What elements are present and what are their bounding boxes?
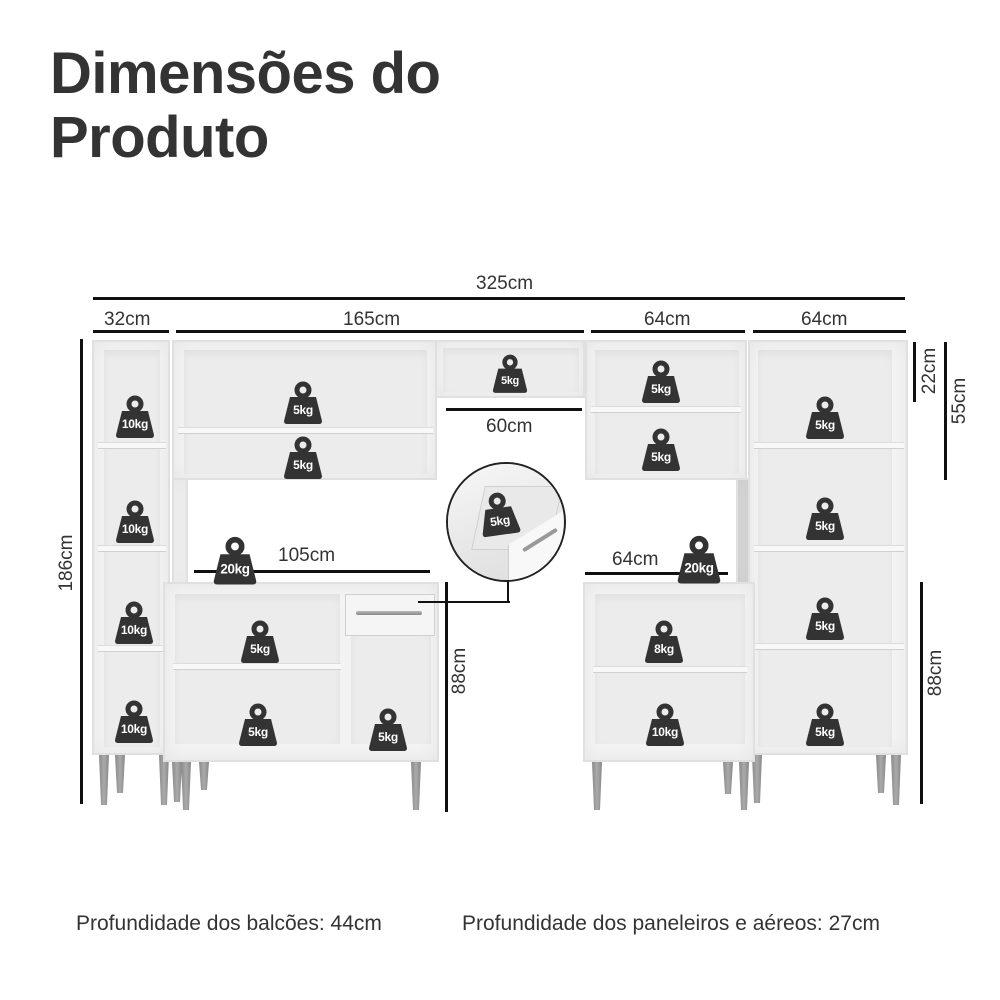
- left-counter-width-line: [194, 570, 430, 573]
- shelf: [754, 545, 904, 552]
- weight-icon: 5kg: [804, 497, 846, 541]
- weight-icon: 8kg: [643, 620, 685, 664]
- leg: [411, 762, 421, 810]
- left-counter-height-line: [445, 582, 448, 812]
- shelf: [593, 666, 747, 673]
- leg: [159, 755, 169, 805]
- leg: [592, 762, 602, 810]
- shelf: [173, 663, 341, 670]
- weight-icon: 5kg: [367, 708, 409, 752]
- leg: [199, 762, 209, 790]
- drawer-callout-line: [418, 601, 510, 603]
- leg: [876, 755, 886, 793]
- upper-height-label: 55cm: [949, 377, 970, 425]
- weight-icon: 10kg: [644, 703, 686, 747]
- right-counter-width-label: 64cm: [612, 549, 659, 570]
- left-counter-height-label: 88cm: [449, 647, 470, 695]
- niche-width-line: [446, 408, 582, 411]
- tall-cabinet-right: [748, 340, 908, 755]
- weight-icon: 20kg: [675, 535, 722, 584]
- right-lower-height-label: 88cm: [925, 649, 946, 697]
- right-lower-height-line: [920, 582, 923, 804]
- shelf: [754, 442, 904, 449]
- upper-cabinet-3-width-line: [591, 330, 745, 333]
- counter-depth-note: Profundidade dos balcões: 44cm: [76, 912, 382, 935]
- upper-section-width-label: 165cm: [343, 309, 401, 330]
- column1-width-line: [93, 330, 169, 333]
- weight-icon: 5kg: [804, 597, 846, 641]
- shelf: [98, 545, 166, 552]
- left-counter-width-label: 105cm: [278, 545, 336, 566]
- upper-depth-note: Profundidade dos paneleiros e aéreos: 27…: [462, 912, 880, 935]
- shelf: [98, 645, 166, 652]
- drawer-handle: [356, 611, 422, 615]
- drawer[interactable]: [345, 594, 435, 636]
- niche-width-label: 60cm: [486, 416, 533, 437]
- total-height-label: 186cm: [56, 534, 77, 592]
- leg: [891, 755, 901, 805]
- upper-cabinet-3-width-label: 64cm: [644, 309, 691, 330]
- weight-icon: 5kg: [804, 703, 846, 747]
- upper-side-panel: [172, 478, 188, 588]
- weight-icon: 10kg: [114, 500, 156, 544]
- column1-width-label: 32cm: [104, 309, 151, 330]
- title-line-1: Dimensões do: [50, 41, 441, 106]
- weight-icon: 10kg: [114, 395, 156, 439]
- weight-icon: 5kg: [640, 428, 682, 472]
- weight-icon: 5kg: [640, 360, 682, 404]
- leg: [739, 762, 749, 810]
- leg: [172, 762, 182, 802]
- leg: [181, 762, 191, 810]
- weight-icon: 5kg: [282, 381, 324, 425]
- drawer-callout-line-vertical: [507, 580, 509, 603]
- upper-section-width-line: [176, 330, 584, 333]
- weight-icon: 10kg: [113, 700, 155, 744]
- weight-icon: 5kg: [239, 620, 281, 664]
- upper-cabinet-4-width-line: [753, 330, 906, 333]
- weight-icon: 5kg: [282, 436, 324, 480]
- leg: [752, 755, 762, 803]
- right-counter-width-line: [585, 572, 728, 575]
- shelf: [591, 406, 741, 413]
- weight-icon: 5kg: [237, 703, 279, 747]
- shelf: [178, 427, 433, 434]
- page-title: Dimensões do Produto: [50, 41, 441, 170]
- leg: [99, 755, 109, 805]
- weight-icon: 5kg: [491, 354, 529, 394]
- upper-top-height-line: [913, 342, 916, 402]
- upper-cabinet-4-width-label: 64cm: [801, 309, 848, 330]
- weight-icon: 5kg: [804, 396, 846, 440]
- upper-top-height-label: 22cm: [919, 347, 940, 395]
- weight-icon: 20kg: [211, 536, 258, 585]
- total-width-label: 325cm: [476, 273, 534, 294]
- upper-height-line: [944, 342, 947, 480]
- shelf: [754, 643, 904, 650]
- weight-icon: 5kg: [475, 489, 523, 538]
- leg: [115, 755, 125, 793]
- title-line-2: Produto: [50, 105, 269, 170]
- leg: [723, 762, 733, 794]
- total-height-line: [80, 339, 83, 804]
- total-width-line: [93, 297, 905, 300]
- weight-icon: 10kg: [113, 601, 155, 645]
- shelf: [98, 442, 166, 449]
